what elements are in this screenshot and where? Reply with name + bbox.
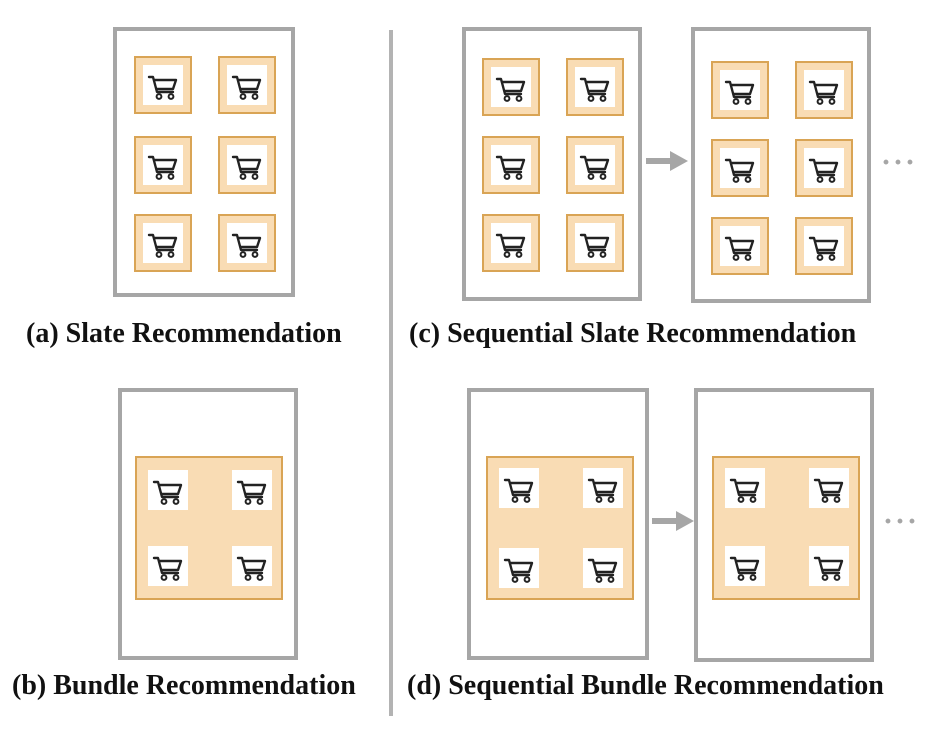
sequential-bundle-frame-2	[694, 388, 874, 662]
shopping-cart-icon	[232, 470, 272, 510]
slate-item	[795, 217, 853, 275]
shopping-cart-icon	[804, 148, 844, 188]
slate-frame	[113, 27, 295, 297]
slate-item	[482, 214, 540, 272]
slate-item	[134, 56, 192, 114]
shopping-cart-icon	[232, 546, 272, 586]
bundle-frame	[118, 388, 298, 660]
shopping-cart-icon	[499, 548, 539, 588]
shopping-cart-icon	[583, 548, 623, 588]
arrow-right-icon	[646, 151, 688, 171]
shopping-cart-icon	[227, 145, 267, 185]
sequential-bundle-frame-1	[467, 388, 649, 660]
panel-divider	[389, 30, 393, 716]
continuation-dots: ···	[883, 505, 920, 538]
shopping-cart-icon	[720, 226, 760, 266]
shopping-cart-icon	[809, 468, 849, 508]
shopping-cart-icon	[148, 470, 188, 510]
shopping-cart-icon	[575, 223, 615, 263]
slate-item	[218, 136, 276, 194]
bundle	[712, 456, 860, 600]
caption-bundle: (b) Bundle Recommendation	[12, 670, 356, 701]
caption-sequential-bundle: (d) Sequential Bundle Recommendation	[407, 670, 884, 701]
shopping-cart-icon	[804, 226, 844, 266]
shopping-cart-icon	[491, 223, 531, 263]
shopping-cart-icon	[227, 223, 267, 263]
shopping-cart-icon	[227, 65, 267, 105]
caption-sequential-slate: (c) Sequential Slate Recommendation	[409, 318, 857, 349]
slate-item	[134, 136, 192, 194]
shopping-cart-icon	[720, 148, 760, 188]
continuation-dots: ···	[881, 146, 918, 179]
slate-item	[711, 61, 769, 119]
slate-item	[795, 61, 853, 119]
bundle	[486, 456, 634, 600]
shopping-cart-icon	[725, 546, 765, 586]
shopping-cart-icon	[148, 546, 188, 586]
shopping-cart-icon	[809, 546, 849, 586]
slate-item	[711, 217, 769, 275]
slate-item	[566, 214, 624, 272]
arrow-right-icon	[652, 511, 694, 531]
shopping-cart-icon	[499, 468, 539, 508]
caption-slate: (a) Slate Recommendation	[26, 318, 342, 349]
slate-item	[795, 139, 853, 197]
slate-item	[218, 214, 276, 272]
slate-item	[711, 139, 769, 197]
sequential-slate-frame-2	[691, 27, 871, 303]
shopping-cart-icon	[491, 67, 531, 107]
shopping-cart-icon	[725, 468, 765, 508]
shopping-cart-icon	[575, 67, 615, 107]
shopping-cart-icon	[720, 70, 760, 110]
shopping-cart-icon	[143, 65, 183, 105]
sequential-slate-frame-1	[462, 27, 642, 301]
slate-item	[566, 136, 624, 194]
slate-item	[482, 58, 540, 116]
shopping-cart-icon	[583, 468, 623, 508]
shopping-cart-icon	[575, 145, 615, 185]
bundle	[135, 456, 283, 600]
shopping-cart-icon	[491, 145, 531, 185]
slate-item	[566, 58, 624, 116]
shopping-cart-icon	[143, 145, 183, 185]
shopping-cart-icon	[143, 223, 183, 263]
slate-item	[134, 214, 192, 272]
slate-item	[482, 136, 540, 194]
shopping-cart-icon	[804, 70, 844, 110]
slate-item	[218, 56, 276, 114]
